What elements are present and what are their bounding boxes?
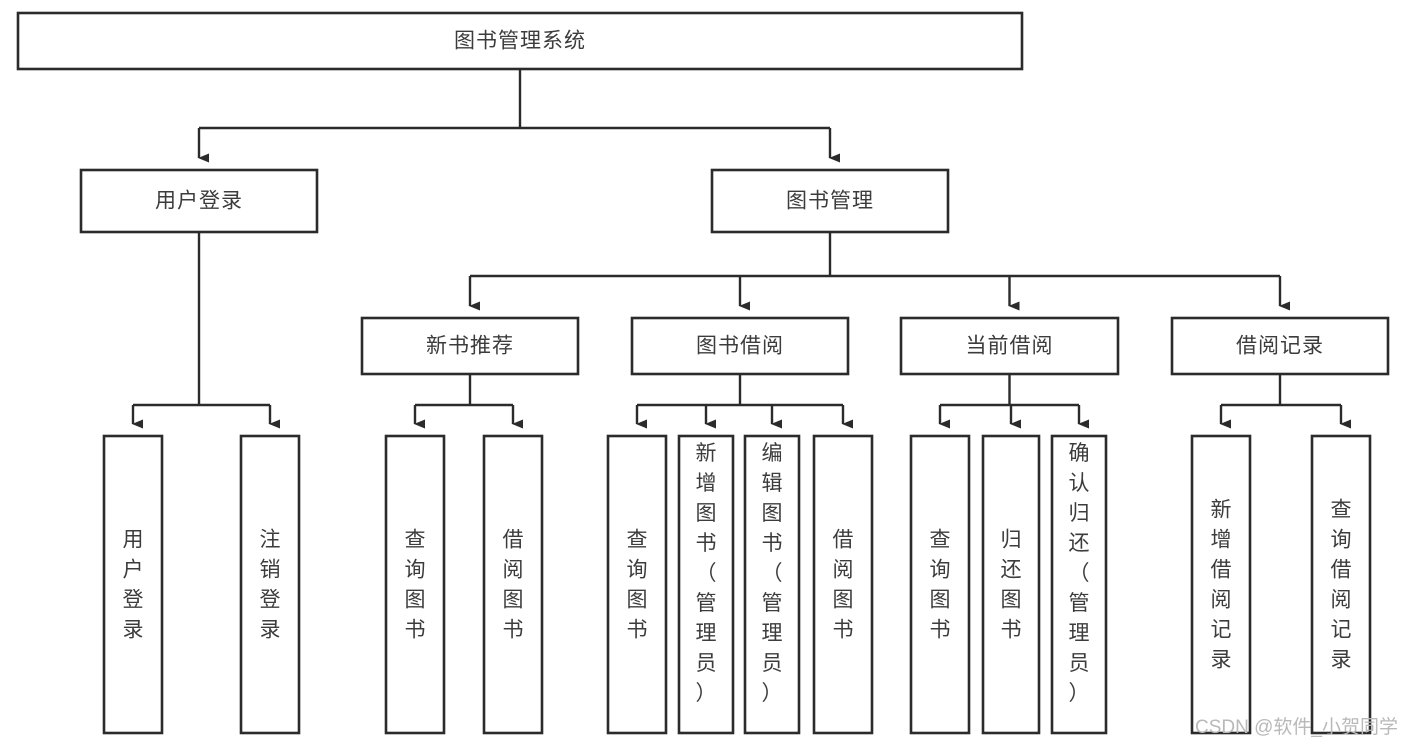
node-leaf-confirm-return-label: 确认归还（管理员） <box>1069 442 1090 705</box>
node-leaf-return-book[interactable]: 归还图书 <box>981 434 1041 735</box>
node-book-manage-label: 图书管理 <box>786 190 874 213</box>
node-leaf-query-book-2[interactable]: 查询图书 <box>606 434 668 735</box>
node-leaf-add-record[interactable]: 新增借阅记录 <box>1190 434 1252 735</box>
node-new-book-rec-box[interactable] <box>360 316 580 376</box>
node-leaf-borrow-book-1[interactable]: 借阅图书 <box>482 434 544 735</box>
node-leaf-query-book-3-box[interactable] <box>909 434 971 735</box>
node-leaf-add-record-label: 新增借阅记录 <box>1211 499 1232 672</box>
node-user-login[interactable]: 用户登录 <box>79 168 319 234</box>
node-user-login-box[interactable] <box>79 168 319 234</box>
node-leaf-borrow-book-1-label: 借阅图书 <box>503 529 524 642</box>
node-leaf-confirm-return[interactable]: 确认归还（管理员） <box>1050 434 1108 735</box>
node-leaf-user-login-label: 用户登录 <box>123 529 144 642</box>
node-leaf-user-login[interactable]: 用户登录 <box>102 434 164 735</box>
node-current-borrow-label: 当前借阅 <box>966 335 1054 358</box>
node-new-book-rec[interactable]: 新书推荐 <box>360 316 580 376</box>
node-leaf-logout-box[interactable] <box>239 434 301 735</box>
connectors-layer <box>131 69 1351 429</box>
node-leaf-user-login-box[interactable] <box>102 434 164 735</box>
node-leaf-query-book-2-box[interactable] <box>606 434 668 735</box>
node-leaf-return-book-label: 归还图书 <box>1001 529 1022 642</box>
node-borrow-record-box[interactable] <box>1170 316 1390 376</box>
node-leaf-add-book-box[interactable] <box>677 434 735 735</box>
node-leaf-borrow-book-1-box[interactable] <box>482 434 544 735</box>
node-leaf-query-record-box[interactable] <box>1310 434 1372 735</box>
node-leaf-logout[interactable]: 注销登录 <box>239 434 301 735</box>
csdn-watermark: CSDN @软件_小贺同学 <box>1195 716 1398 738</box>
node-leaf-query-record-label: 查询借阅记录 <box>1331 499 1352 672</box>
node-book-borrow[interactable]: 图书借阅 <box>630 316 850 376</box>
node-leaf-add-book-label: 新增图书（管理员） <box>696 442 717 705</box>
node-leaf-edit-book-label: 编辑图书（管理员） <box>762 442 783 705</box>
node-leaf-borrow-book-2-box[interactable] <box>812 434 874 735</box>
node-leaf-borrow-book-2[interactable]: 借阅图书 <box>812 434 874 735</box>
node-root[interactable]: 图书管理系统 <box>16 11 1024 71</box>
node-book-manage-box[interactable] <box>710 168 950 234</box>
node-leaf-query-book-3[interactable]: 查询图书 <box>909 434 971 735</box>
node-leaf-borrow-book-2-label: 借阅图书 <box>833 529 854 642</box>
node-borrow-record-label: 借阅记录 <box>1236 335 1324 358</box>
node-book-borrow-box[interactable] <box>630 316 850 376</box>
node-root-box[interactable] <box>16 11 1024 71</box>
node-leaf-add-record-box[interactable] <box>1190 434 1252 735</box>
node-root-label: 图书管理系统 <box>454 30 586 53</box>
node-leaf-query-book-1-box[interactable] <box>384 434 446 735</box>
node-current-borrow[interactable]: 当前借阅 <box>899 316 1120 376</box>
node-leaf-confirm-return-box[interactable] <box>1050 434 1108 735</box>
node-leaf-edit-book-box[interactable] <box>743 434 801 735</box>
boxes-layer: 图书管理系统用户登录图书管理新书推荐图书借阅当前借阅借阅记录用户登录注销登录查询… <box>16 11 1390 735</box>
node-borrow-record[interactable]: 借阅记录 <box>1170 316 1390 376</box>
node-book-borrow-label: 图书借阅 <box>696 335 784 358</box>
node-leaf-query-book-1[interactable]: 查询图书 <box>384 434 446 735</box>
node-leaf-add-book[interactable]: 新增图书（管理员） <box>677 434 735 735</box>
node-current-borrow-box[interactable] <box>899 316 1120 376</box>
node-leaf-query-book-2-label: 查询图书 <box>627 529 648 642</box>
node-user-login-label: 用户登录 <box>155 190 243 213</box>
node-leaf-logout-label: 注销登录 <box>260 529 281 642</box>
node-leaf-query-book-1-label: 查询图书 <box>405 529 426 642</box>
node-leaf-query-book-3-label: 查询图书 <box>930 529 951 642</box>
node-new-book-rec-label: 新书推荐 <box>426 335 514 358</box>
node-book-manage[interactable]: 图书管理 <box>710 168 950 234</box>
node-leaf-query-record[interactable]: 查询借阅记录 <box>1310 434 1372 735</box>
node-leaf-edit-book[interactable]: 编辑图书（管理员） <box>743 434 801 735</box>
node-leaf-return-book-box[interactable] <box>981 434 1041 735</box>
